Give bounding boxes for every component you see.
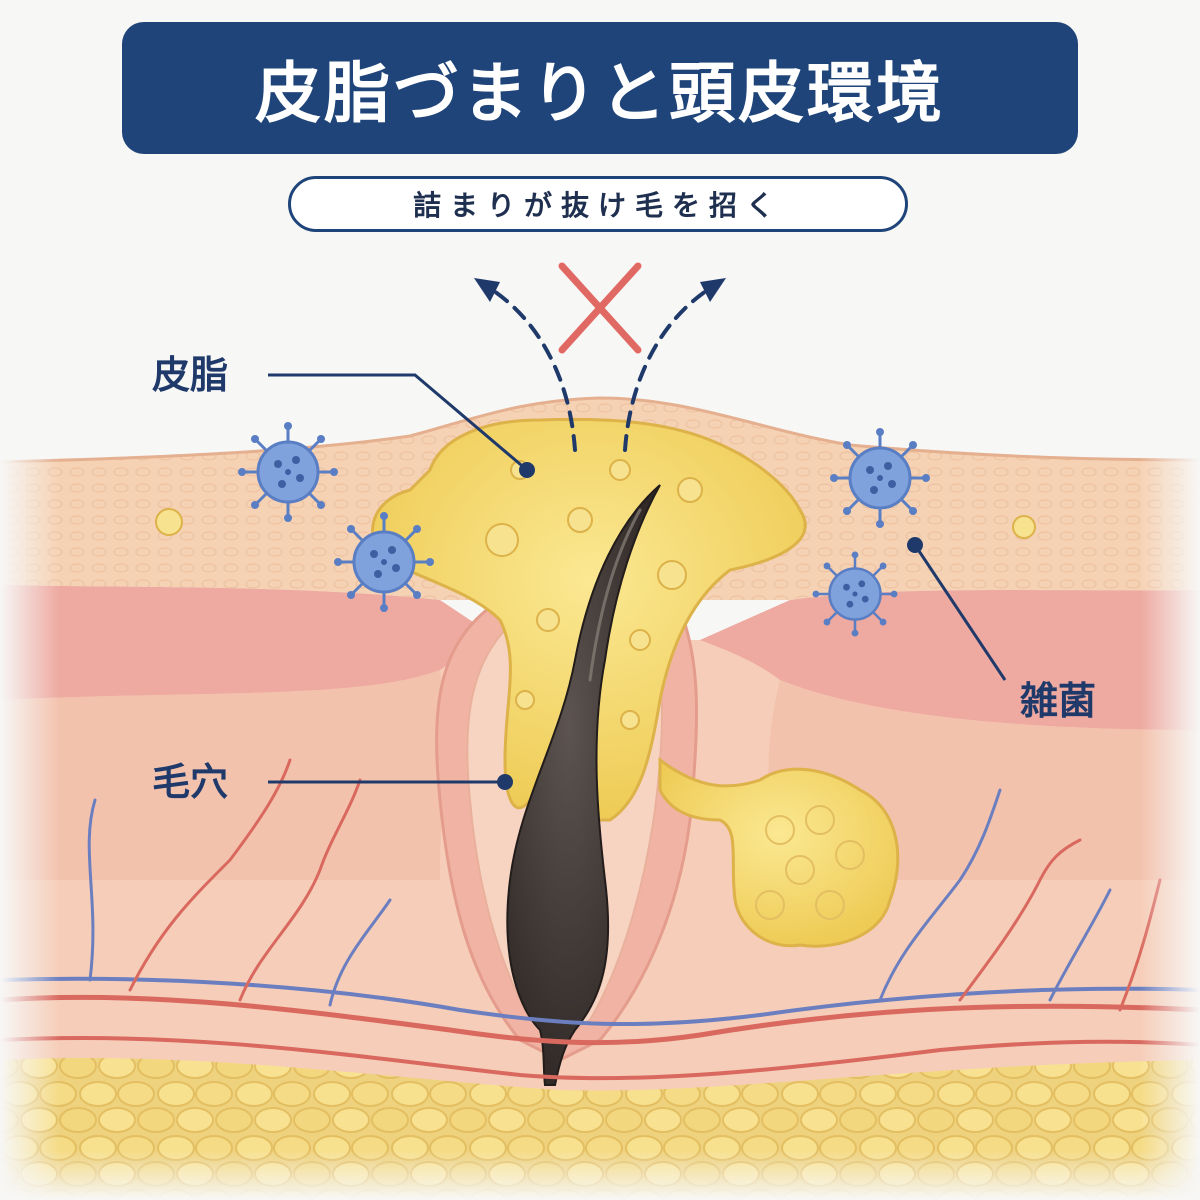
left-fade (0, 440, 60, 1200)
subtitle-pill: 詰まりが抜け毛を招く (288, 176, 908, 232)
subtitle-text: 詰まりが抜け毛を招く (412, 189, 783, 222)
x-mark-icon (558, 262, 642, 354)
gland-texture (755, 805, 865, 920)
label-bacteria: 雑菌 (1020, 679, 1097, 723)
page-title: 皮脂づまりと頭皮環境 (255, 55, 945, 132)
callout-dots (497, 462, 923, 790)
label-sebum: 皮脂 (152, 353, 229, 397)
right-fade (1140, 440, 1200, 1200)
lower-dermis-band (0, 670, 445, 880)
hair-highlight (588, 508, 642, 682)
arrow-heads (474, 278, 726, 302)
sebaceous-gland (658, 757, 900, 948)
bacteria-icon (812, 551, 898, 637)
dashed-arrow-icon (486, 285, 714, 452)
pink-skin-band (0, 585, 500, 700)
bacteria-icon (334, 512, 434, 612)
skin-surface-line (0, 396, 1200, 464)
bacteria-icon (830, 428, 930, 528)
blood-vessels (0, 758, 1200, 1081)
callout-lines (268, 373, 1007, 784)
hair-shaft (506, 484, 661, 1086)
title-banner: 皮脂づまりと頭皮環境 (122, 22, 1078, 154)
pink-skin-band-right (700, 590, 1200, 730)
label-pore: 毛穴 (152, 760, 229, 804)
bacteria-icon (238, 422, 338, 522)
bottom-fade (0, 1150, 1200, 1200)
